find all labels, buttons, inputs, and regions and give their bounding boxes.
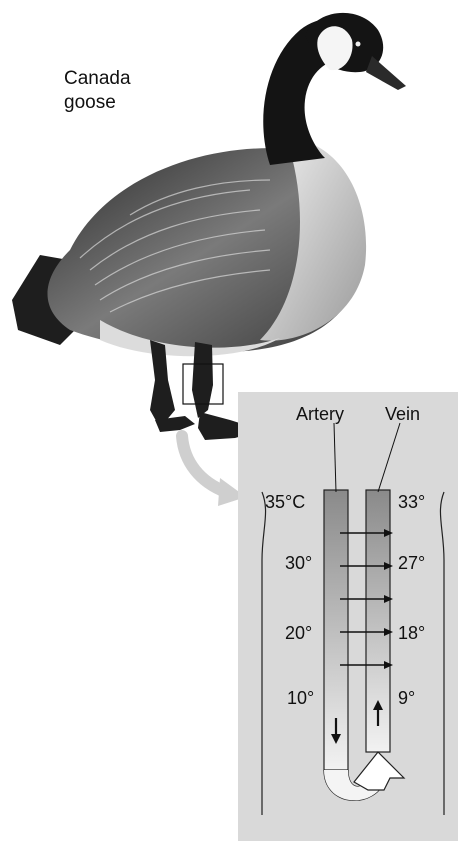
magnify-curve-arrow — [182, 436, 226, 492]
goose-leg-right — [192, 342, 213, 418]
goose-label-line2: goose — [64, 92, 116, 113]
artery-temp-0: 35°C — [265, 492, 305, 512]
goose-eye — [356, 42, 361, 47]
vein-temp-0: 33° — [398, 492, 425, 512]
vein-temp-2: 18° — [398, 623, 425, 643]
vein-temp-3: 9° — [398, 688, 415, 708]
vein-label: Vein — [385, 404, 420, 424]
artery-temp-2: 20° — [285, 623, 312, 643]
vein-temp-1: 27° — [398, 553, 425, 573]
goose-beak — [366, 56, 406, 90]
heat-exchange-inset: Artery Vein 35°C 30° 20° 10° 33° 27° 18°… — [238, 392, 458, 841]
artery-temp-3: 10° — [287, 688, 314, 708]
artery-temp-1: 30° — [285, 553, 312, 573]
artery-label: Artery — [296, 404, 344, 424]
goose-label-line1: Canada — [64, 68, 131, 89]
